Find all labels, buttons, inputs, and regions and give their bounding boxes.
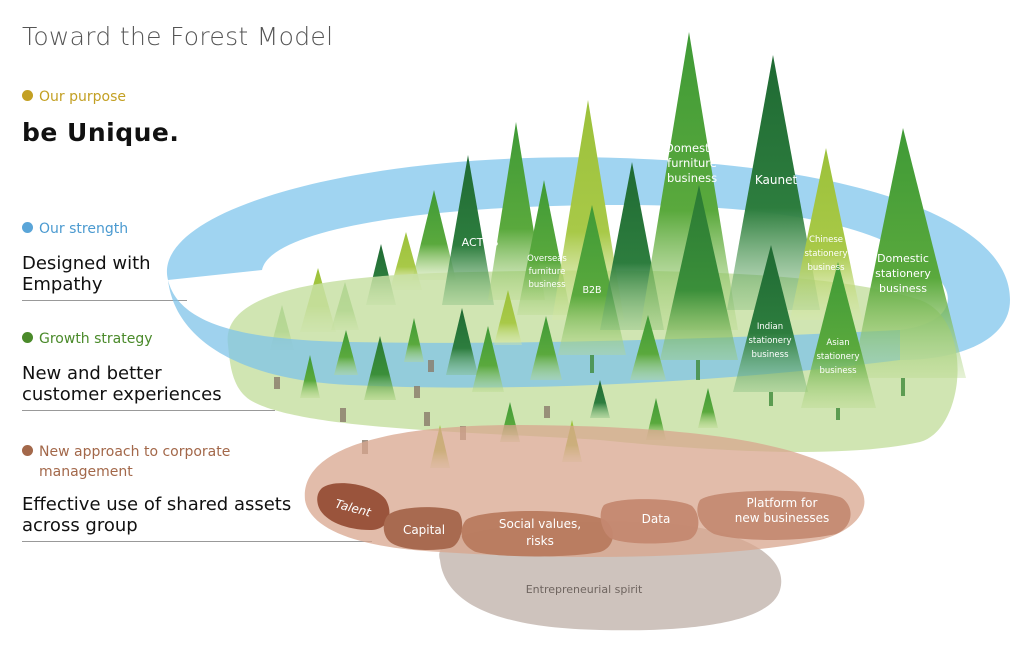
label-indian-1: Indian — [757, 322, 783, 332]
label-data: Data — [642, 512, 671, 526]
management-heading-line1: New approach to corporate — [39, 444, 231, 460]
trunk — [901, 378, 905, 396]
strength-statement-line2: Empathy — [22, 274, 103, 295]
growth-statement-line2: customer experiences — [22, 384, 222, 405]
tree-small — [590, 380, 610, 418]
management-statement: Effective use of shared assets across gr… — [22, 494, 291, 536]
trunk — [696, 360, 700, 380]
label-domestic-furniture-1: Domestic — [665, 141, 719, 155]
label-platform-1: Platform for — [747, 496, 818, 510]
tree-trunks — [590, 355, 905, 420]
label-indian-3: business — [751, 350, 789, 360]
label-platform-2: new businesses — [735, 511, 830, 525]
strength-divider — [22, 300, 187, 301]
tree-mid-front — [660, 185, 738, 360]
trunk — [590, 355, 594, 373]
tree-labels: ACTUS Overseas furniture business B2B Do… — [462, 141, 932, 376]
tree-indian — [733, 245, 808, 392]
management-heading-label: New approach to corporate management — [39, 442, 230, 482]
platform-pill — [697, 490, 851, 540]
label-asian-1: Asian — [826, 338, 849, 348]
growth-heading-label: Growth strategy — [39, 331, 153, 347]
label-social-2: risks — [526, 534, 554, 548]
stump — [414, 386, 420, 398]
tree-small — [472, 326, 504, 392]
label-domestic-stationery-1: Domestic — [877, 252, 929, 265]
strength-statement: Designed with Empathy — [22, 253, 151, 295]
management-divider — [22, 541, 372, 542]
social-values-pill — [461, 511, 613, 557]
strength-statement-line1: Designed with — [22, 253, 151, 274]
management-heading-line2: management — [39, 464, 133, 480]
label-capital: Capital — [403, 523, 445, 537]
purpose-heading: Our purpose — [22, 87, 126, 107]
growth-statement: New and better customer experiences — [22, 363, 222, 405]
purpose-statement: be Unique. — [22, 118, 180, 147]
tree-small — [646, 398, 666, 440]
label-asian-3: business — [819, 366, 857, 376]
trunk — [836, 408, 840, 420]
tree-small — [530, 316, 562, 380]
label-overseas-2: furniture — [529, 267, 566, 277]
label-actus: ACTUS — [462, 236, 499, 249]
page-title: Toward the Forest Model — [22, 22, 334, 51]
strength-heading-label: Our strength — [39, 221, 129, 237]
tree-small — [446, 308, 478, 375]
tree-actus — [442, 155, 494, 305]
label-overseas-3: business — [528, 280, 566, 290]
tree-small — [698, 388, 718, 428]
purpose-dot-icon — [22, 90, 33, 101]
tree-small — [404, 318, 424, 362]
strength-heading: Our strength — [22, 219, 128, 239]
stump — [340, 408, 346, 422]
label-entrepreneurial: Entrepreneurial spirit — [526, 583, 643, 596]
data-pill — [600, 499, 699, 544]
tree-small — [494, 290, 522, 345]
strength-dot-icon — [22, 222, 33, 233]
tree-small — [630, 315, 666, 380]
label-asian-2: stationery — [816, 352, 859, 362]
stump — [428, 360, 434, 372]
talent-pill — [317, 483, 390, 530]
tree-overseas — [517, 180, 571, 315]
label-chinese-2: stationery — [804, 249, 847, 259]
capital-pill — [383, 507, 463, 550]
stump — [544, 406, 550, 418]
business-trees — [442, 32, 966, 408]
label-overseas-1: Overseas — [527, 254, 567, 264]
growth-statement-line1: New and better — [22, 363, 162, 384]
label-domestic-furniture-2: furniture — [667, 156, 717, 170]
growth-heading: Growth strategy — [22, 329, 153, 349]
label-chinese-3: business — [807, 263, 845, 273]
management-heading: New approach to corporate management — [22, 442, 230, 482]
management-statement-line1: Effective use of shared assets — [22, 494, 292, 515]
growth-divider — [22, 410, 275, 411]
label-domestic-stationery-2: stationery — [875, 267, 931, 280]
tree-kaunet — [727, 55, 820, 310]
stump — [424, 412, 430, 426]
label-chinese-1: Chinese — [809, 235, 843, 245]
label-domestic-stationery-3: business — [879, 282, 927, 295]
label-b2b: B2B — [582, 285, 601, 296]
tree-chinese — [790, 148, 862, 320]
stump — [274, 377, 280, 389]
tree-domestic-stationery — [852, 128, 966, 378]
management-dot-icon — [22, 445, 33, 456]
tree-asian — [801, 262, 876, 408]
tree-back-light — [552, 100, 624, 320]
purpose-heading-label: Our purpose — [39, 89, 126, 105]
trunk — [769, 392, 773, 406]
label-social-1: Social values, — [499, 517, 581, 531]
management-statement-line2: across group — [22, 515, 138, 536]
label-indian-2: stationery — [748, 336, 791, 346]
tree-small — [334, 330, 358, 375]
label-kaunet: Kaunet — [755, 173, 798, 187]
label-domestic-furniture-3: business — [667, 171, 717, 185]
growth-dot-icon — [22, 332, 33, 343]
tree-small — [300, 355, 320, 398]
tree-small — [364, 336, 396, 400]
tree-small — [412, 190, 456, 280]
